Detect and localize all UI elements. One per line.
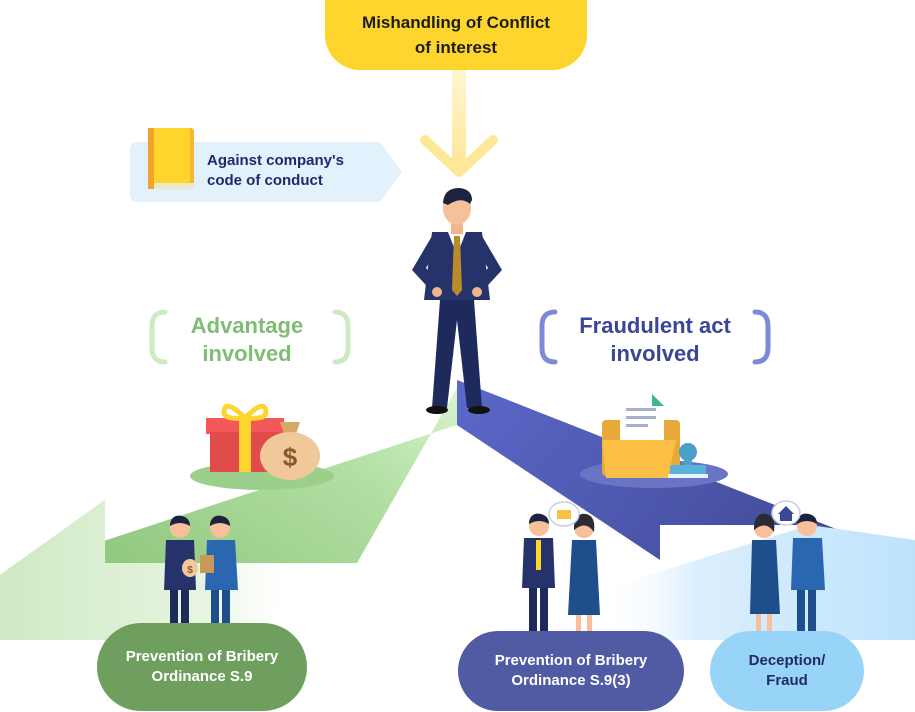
outcome-1-line-1: Prevention of Bribery [125, 648, 279, 665]
advantage-line-2: involved [202, 341, 292, 366]
outcome-bribery-s9: Prevention of Bribery Ordinance S.9 [97, 623, 307, 711]
outcome-3-line-2: Fraud [766, 672, 808, 689]
heading-line-1: Mishandling of Conflict [362, 13, 550, 32]
code-of-conduct-label: Against company's code of conduct [207, 151, 377, 191]
outcome-deception-fraud: Deception/ Fraud [710, 631, 864, 711]
fraudulent-line-1: Fraudulent act [579, 313, 731, 338]
conflict-of-interest-heading: Mishandling of Conflict of interest [325, 0, 587, 70]
advantage-involved-label: Advantage involved [172, 312, 322, 368]
advantage-line-1: Advantage [190, 313, 304, 338]
left-beam [0, 388, 457, 575]
outcome-3-line-1: Deception/ [748, 652, 826, 669]
fraudulent-line-2: involved [610, 341, 700, 366]
heading-line-2: of interest [414, 38, 498, 57]
code-line-1: Against company's [207, 152, 344, 169]
outcome-bribery-s9-3: Prevention of Bribery Ordinance S.9(3) [458, 631, 684, 711]
outcome-2-line-2: Ordinance S.9(3) [511, 672, 631, 689]
outcome-1-line-2: Ordinance S.9 [151, 668, 253, 685]
arrow-head-icon [420, 135, 498, 177]
code-line-2: code of conduct [207, 172, 323, 189]
outcome-2-line-1: Prevention of Bribery [494, 652, 648, 669]
code-callout-bg [130, 142, 402, 202]
arrow-shaft [452, 70, 466, 165]
fraudulent-act-label: Fraudulent act involved [560, 312, 750, 368]
right-beam [457, 380, 915, 640]
